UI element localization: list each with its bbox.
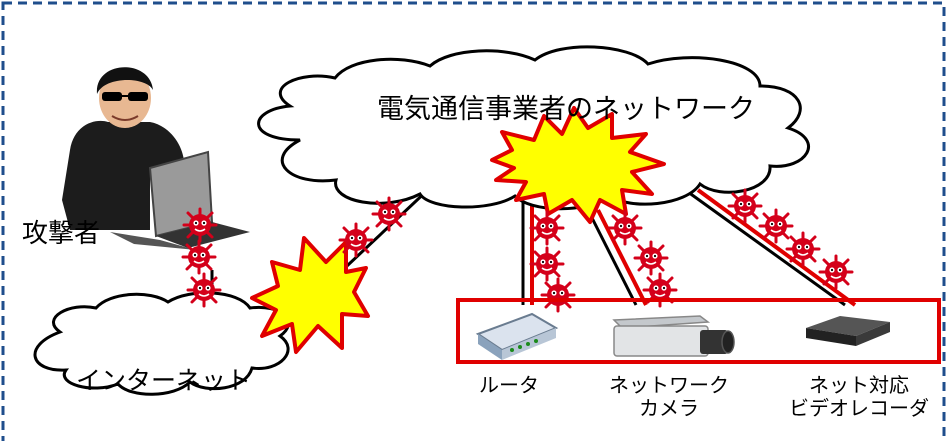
video-recorder-label-line1: ネット対応 — [809, 373, 909, 397]
malware-icon — [186, 272, 222, 308]
malware-icon — [540, 277, 576, 313]
malware-icon — [371, 196, 407, 232]
internet-cloud — [33, 291, 290, 396]
malware-icon — [785, 231, 821, 267]
malware-icon — [338, 222, 374, 258]
malware-icon — [529, 246, 565, 282]
network-camera-label: ネットワーク カメラ — [604, 374, 734, 420]
malware-icon — [758, 208, 794, 244]
malware-icon — [182, 207, 218, 243]
malware-icon — [529, 210, 565, 246]
malware-icon — [727, 188, 763, 224]
attack-paths — [530, 188, 857, 307]
internet-label: インターネット — [76, 366, 252, 395]
router-device-icon — [475, 312, 559, 360]
malware-icon — [181, 239, 217, 275]
telecom-network-label: 電気通信事業者のネットワーク — [377, 94, 755, 125]
video-recorder-label: ネット対応 ビデオレコーダ — [776, 374, 942, 420]
video-recorder-device-icon — [806, 316, 890, 346]
attacker-label: 攻撃者 — [22, 219, 101, 249]
telecom-network-cloud — [257, 45, 810, 211]
router-label: ルータ — [479, 373, 539, 397]
network-camera-label-line2: カメラ — [639, 396, 699, 420]
network-camera-label-line1: ネットワーク — [609, 373, 729, 397]
explosion-icon — [490, 106, 666, 224]
malware-icon — [607, 210, 643, 246]
video-recorder-label-line2: ビデオレコーダ — [789, 396, 929, 420]
malware-icon — [818, 254, 854, 290]
explosion-icon — [250, 236, 370, 354]
malware-icon — [633, 240, 669, 276]
compromised-devices-box — [456, 298, 941, 364]
hacker-figure — [62, 67, 185, 230]
network-camera-device-icon — [612, 315, 735, 357]
